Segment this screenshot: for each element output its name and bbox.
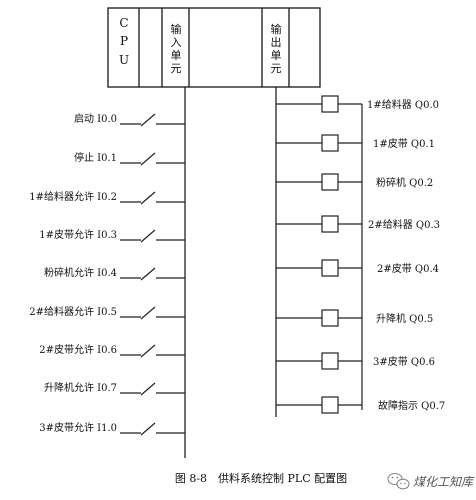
output-coil: [276, 215, 362, 233]
rack-slot-empty-1: [138, 7, 163, 88]
watermark-text: 煤化工知库: [413, 475, 475, 489]
output-coil: [276, 352, 362, 370]
output-coil: [276, 309, 362, 327]
output-coil: [276, 173, 362, 191]
output-label: 2#皮带 Q0.4: [377, 262, 439, 275]
output-label: 2#给料器 Q0.3: [368, 218, 440, 231]
output-module-label: 输 出 单 元: [271, 22, 282, 75]
output-coil: [276, 396, 362, 414]
output-module-char: 单: [271, 49, 282, 62]
cpu-letter: C: [119, 16, 128, 30]
input-switch: [120, 306, 185, 320]
input-module-char: 元: [171, 62, 182, 75]
input-label: 3#皮带允许 I1.0: [39, 421, 117, 434]
cpu-label: C P U: [119, 16, 129, 67]
figure-caption: 图 8-8 供料系统控制 PLC 配置图: [175, 471, 347, 485]
input-switch: [120, 113, 185, 127]
input-label: 1#给料器允许 I0.2: [29, 190, 117, 203]
output-labels: 1#给料器 Q0.0 1#皮带 Q0.1 粉碎机 Q0.2 2#给料器 Q0.3…: [367, 98, 445, 412]
input-module-char: 输: [171, 22, 182, 36]
plc-rack: [107, 7, 321, 88]
input-label: 停止 I0.1: [74, 151, 117, 164]
input-switch: [120, 382, 185, 396]
input-switch: [120, 267, 185, 281]
output-label: 故障指示 Q0.7: [378, 399, 445, 412]
input-switch: [120, 191, 185, 205]
watermark: 煤化工知库: [387, 472, 475, 490]
input-module-char: 入: [171, 36, 182, 49]
input-switches: [120, 113, 185, 436]
output-label: 升降机 Q0.5: [376, 312, 433, 325]
output-label: 粉碎机 Q0.2: [376, 176, 433, 189]
wechat-icon: [387, 472, 410, 490]
input-module-char: 单: [171, 49, 182, 62]
input-label: 启动 I0.0: [74, 112, 117, 125]
output-module-char: 出: [271, 35, 282, 49]
rack-slot-empty-2: [188, 7, 263, 88]
input-switch: [120, 229, 185, 243]
input-switch: [120, 152, 185, 166]
output-label: 1#给料器 Q0.0: [367, 98, 439, 111]
output-label: 3#皮带 Q0.6: [373, 355, 435, 368]
input-label: 1#皮带允许 I0.3: [39, 228, 117, 241]
input-labels: 启动 I0.0 停止 I0.1 1#给料器允许 I0.2 1#皮带允许 I0.3…: [29, 112, 117, 434]
cpu-letter: U: [119, 53, 129, 67]
output-module-char: 输: [271, 22, 282, 36]
input-switch: [120, 422, 185, 436]
cpu-letter: P: [120, 34, 128, 48]
input-label: 粉碎机允许 I0.4: [44, 266, 117, 279]
output-coil: [276, 134, 362, 152]
input-module-label: 输 入 单 元: [171, 22, 182, 75]
output-module-char: 元: [271, 62, 282, 75]
output-coils: [276, 95, 362, 414]
rack-frame: [107, 7, 321, 88]
input-label: 2#皮带允许 I0.6: [39, 343, 117, 356]
input-switch: [120, 344, 185, 358]
output-coil: [276, 259, 362, 277]
output-label: 1#皮带 Q0.1: [373, 137, 435, 150]
input-label: 升降机允许 I0.7: [44, 381, 117, 394]
rack-slot-empty-3: [288, 7, 321, 88]
input-label: 2#给料器允许 I0.5: [29, 305, 117, 318]
output-coil: [276, 95, 362, 113]
